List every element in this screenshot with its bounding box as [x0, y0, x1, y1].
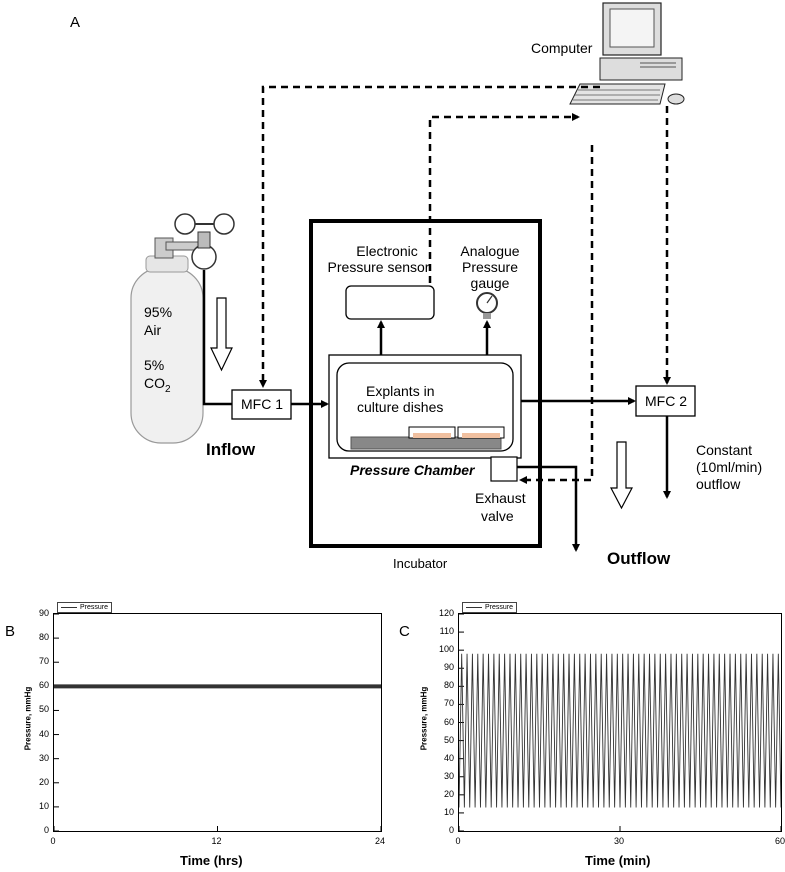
pressure-gauge-icon — [476, 292, 498, 319]
exhaust-line — [517, 465, 580, 552]
chart-c-svg — [459, 614, 781, 831]
chart-b-ytick-label: 10 — [38, 800, 49, 811]
outflow-hollow-arrow — [610, 441, 633, 510]
chart-c-ytick-label: 40 — [443, 752, 454, 763]
chart-c-xtick-label: 30 — [613, 836, 624, 846]
chart-b-xtick-label: 24 — [374, 836, 385, 846]
chart-b-ytick-label: 30 — [38, 752, 49, 763]
cylinder-text-3: 5% — [144, 357, 165, 373]
chart-c-ytick-label: 0 — [448, 825, 454, 835]
cylinder-text-1: 95% — [144, 304, 173, 320]
mfc1-label: MFC 1 — [241, 396, 283, 412]
gas-line — [202, 270, 232, 406]
culture-dish-icon-2 — [457, 426, 505, 439]
inflow-label: Inflow — [206, 440, 256, 459]
chart-c-ytick-label: 60 — [443, 716, 454, 727]
chart-c-xtick-label: 0 — [455, 836, 461, 846]
chart-c-series-line — [459, 653, 781, 808]
inflow-hollow-arrow — [210, 297, 233, 372]
chart-c-ytick-label: 30 — [443, 770, 454, 781]
chart-b-xtick-label: 0 — [50, 836, 56, 846]
co-subscript: 2 — [165, 383, 171, 395]
chart-c-legend: Pressure — [462, 602, 518, 613]
chart-c-legend-text: Pressure — [485, 604, 514, 611]
panel-label-c: C — [399, 623, 410, 640]
chart-c-xlabel: Time (min) — [585, 853, 651, 868]
outflow-label: Outflow — [607, 549, 671, 568]
culture-dish-icon — [408, 426, 456, 439]
computer-icon — [569, 2, 685, 105]
chart-b-svg — [54, 614, 381, 831]
cylinder-text-2: Air — [144, 322, 162, 338]
chart-b-ytick-label: 60 — [38, 680, 49, 691]
chart-b-legend-text: Pressure — [80, 604, 109, 611]
chart-c-legend-swatch — [466, 607, 482, 608]
computer-to-mfc1-line — [259, 85, 600, 388]
chart-b-xtick-label: 12 — [211, 836, 222, 846]
explants-label-2: culture dishes — [357, 399, 444, 415]
panel-label-a: A — [70, 14, 81, 31]
constant-label-2: (10ml/min) — [696, 459, 763, 475]
electronic-sensor-box — [345, 285, 435, 320]
chart-b-ytick-label: 80 — [38, 632, 49, 643]
chart-c-ytick-label: 20 — [443, 788, 454, 799]
chart-c-ytick-label: 100 — [438, 644, 454, 655]
chart-b-ytick-label: 40 — [38, 728, 49, 739]
chart-b-legend: Pressure — [57, 602, 113, 613]
chart-b-ytick-label: 0 — [43, 825, 49, 835]
chart-b-plot-area: Pressure — [53, 602, 382, 832]
chart-c-ytick-label: 50 — [443, 734, 454, 745]
explants-label-1: Explants in — [366, 383, 435, 399]
chart-c-ytick-label: 120 — [438, 608, 454, 618]
co-text: CO — [144, 375, 165, 391]
sensor-to-computer-line — [428, 113, 580, 283]
chart-c-plot-area: Pressure — [458, 602, 782, 832]
gas-cylinder-icon — [130, 213, 235, 444]
incubator-label: Incubator — [393, 556, 448, 571]
chart-b-ytick-label: 20 — [38, 776, 49, 787]
gauge-label-1: Analogue — [460, 243, 520, 259]
mfc2-box — [635, 385, 696, 417]
chart-c-ytick-label: 70 — [443, 698, 454, 709]
cylinder-text-4: CO2 — [144, 375, 171, 398]
chart-b-legend-swatch — [61, 607, 77, 608]
gauge-label-2: Pressure — [461, 259, 519, 275]
constant-label-1: Constant — [696, 442, 753, 458]
chart-c-ytick-label: 110 — [439, 626, 454, 637]
chart-c-ylabel: Pressure, mmHg — [419, 686, 429, 751]
constant-label-3: outflow — [696, 476, 741, 492]
gauge-label-3: gauge — [470, 275, 510, 291]
exhaust-label-1: Exhaust — [475, 490, 526, 506]
computer-to-exhaust-line — [519, 145, 594, 484]
exhaust-label-2: valve — [481, 508, 514, 524]
chart-b-ytick-label: 90 — [38, 608, 49, 618]
chart-c-ytick-label: 90 — [443, 662, 454, 673]
chart-b-ylabel: Pressure, mmHg — [23, 686, 33, 751]
chart-c-xtick-label: 60 — [774, 836, 785, 846]
chamber-plate — [350, 436, 502, 450]
chart-c-ytick-label: 10 — [443, 806, 454, 817]
electronic-sensor-label-2: Pressure sensor — [327, 259, 430, 275]
panel-label-b: B — [5, 623, 16, 640]
chart-b-xlabel: Time (hrs) — [180, 853, 243, 868]
computer-label: Computer — [531, 40, 593, 56]
mfc2-label: MFC 2 — [645, 393, 687, 409]
chart-b-ytick-label: 50 — [38, 704, 49, 715]
mfc1-box — [231, 389, 292, 420]
exhaust-valve-box — [490, 456, 518, 482]
setup-diagram — [130, 2, 696, 552]
chart-c-ytick-label: 80 — [443, 680, 454, 691]
pressure-chamber-label: Pressure Chamber — [350, 462, 475, 478]
electronic-sensor-label-1: Electronic — [356, 243, 418, 259]
incubator-box — [309, 219, 542, 548]
chart-b-ytick-label: 70 — [38, 656, 49, 667]
